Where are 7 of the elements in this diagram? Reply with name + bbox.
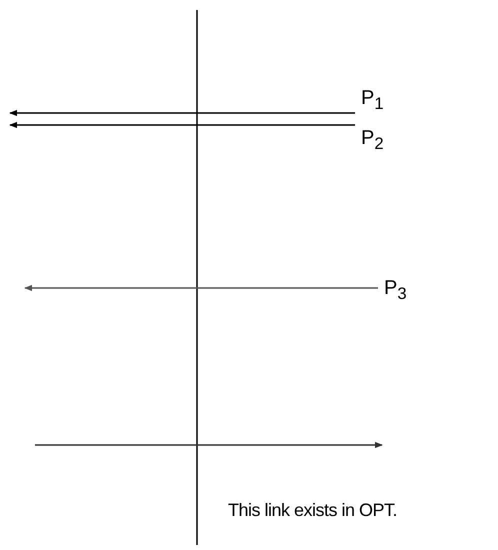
path-label: P$_{2}$ xyxy=(361,126,384,156)
arrow xyxy=(9,122,355,128)
path-label: P$_{3}$ xyxy=(384,276,407,306)
arrow xyxy=(9,110,355,116)
note-text: This link exists in OPT. xyxy=(228,500,398,521)
path-label: P$_{1}$ xyxy=(361,86,384,116)
arrow xyxy=(24,284,378,292)
